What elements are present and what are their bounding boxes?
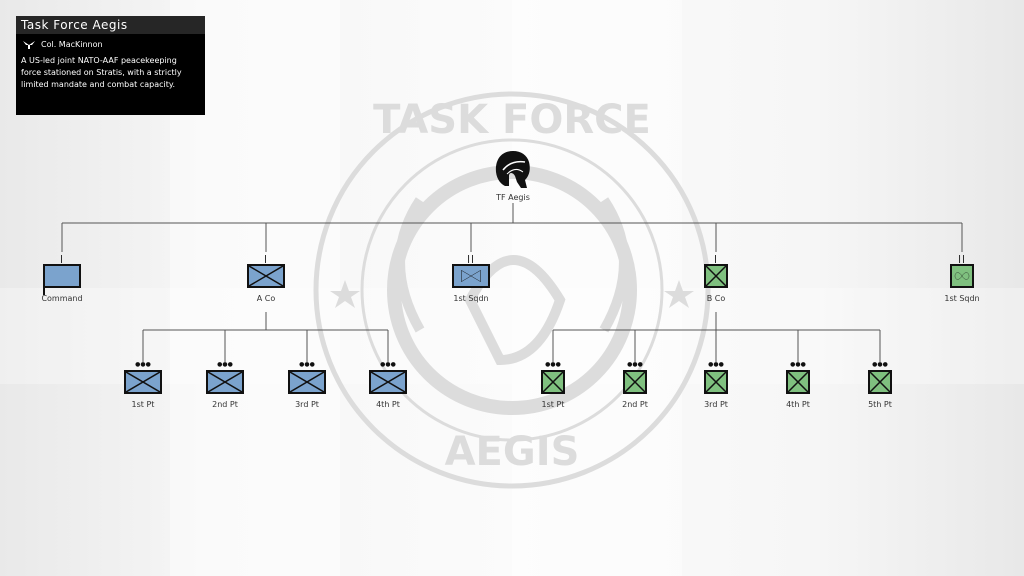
infantry-unit-symbol	[541, 370, 565, 394]
echelon-marker: |	[60, 254, 64, 263]
infantry-unit-symbol	[288, 370, 326, 394]
echelon-marker: ●●●	[790, 361, 806, 368]
infantry-unit-symbol	[369, 370, 407, 394]
unit-1st-sqdn-independent[interactable]: ||	[950, 254, 974, 288]
unit-label: 1st Pt	[131, 400, 155, 409]
infantry-unit-symbol	[623, 370, 647, 394]
b-co-platoon-2[interactable]: ●●●	[623, 362, 647, 394]
unit-label: 1st Pt	[541, 400, 565, 409]
unit-label: A Co	[256, 294, 276, 303]
echelon-marker: ||	[958, 254, 966, 263]
unit-label: 4th Pt	[786, 400, 810, 409]
unit-label: 4th Pt	[376, 400, 400, 409]
unit-b-co-independent[interactable]: |	[704, 254, 728, 288]
unit-info-panel: Task Force Aegis Col. MacKinnon A US-led…	[16, 16, 205, 115]
a-co-platoon-1[interactable]: ●●●	[124, 362, 162, 394]
infantry-unit-symbol	[786, 370, 810, 394]
infantry-unit-symbol	[868, 370, 892, 394]
echelon-marker: |	[714, 254, 718, 263]
echelon-marker: ●●●	[299, 361, 315, 368]
svg-text:TASK FORCE: TASK FORCE	[373, 97, 651, 143]
echelon-marker: |	[264, 254, 268, 263]
echelon-marker: ●●●	[380, 361, 396, 368]
unit-label: B Co	[706, 294, 726, 303]
unit-label: 2nd Pt	[622, 400, 648, 409]
echelon-marker: ●●●	[217, 361, 233, 368]
echelon-marker: ●●●	[135, 361, 151, 368]
svg-text:AEGIS: AEGIS	[445, 429, 580, 475]
unit-label: 2nd Pt	[212, 400, 238, 409]
colonel-eagle-icon	[23, 40, 35, 49]
a-co-platoon-4[interactable]: ●●●	[369, 362, 407, 394]
root-unit-label: TF Aegis	[496, 193, 530, 202]
unit-description: A US-led joint NATO-AAF peacekeeping for…	[21, 56, 182, 89]
panel-title: Task Force Aegis	[16, 16, 205, 34]
b-co-platoon-4[interactable]: ●●●	[786, 362, 810, 394]
infantry-unit-symbol	[206, 370, 244, 394]
a-co-platoon-3[interactable]: ●●●	[288, 362, 326, 394]
background-tile	[0, 288, 1024, 384]
root-unit-tf-aegis[interactable]	[491, 148, 535, 196]
echelon-marker: ||	[467, 254, 475, 263]
recon-unit-symbol	[452, 264, 490, 288]
unit-label: 1st Sqdn	[453, 294, 489, 303]
flag-staff	[43, 286, 45, 295]
unit-label: Command	[41, 294, 83, 303]
echelon-marker: ●●●	[708, 361, 724, 368]
unit-label: 3rd Pt	[295, 400, 319, 409]
infantry-unit-symbol	[704, 264, 728, 288]
infantry-unit-symbol	[124, 370, 162, 394]
commander-name: Col. MacKinnon	[41, 40, 103, 49]
b-co-platoon-3[interactable]: ●●●	[704, 362, 728, 394]
infantry-unit-symbol	[704, 370, 728, 394]
unit-label: 3rd Pt	[704, 400, 728, 409]
hq-flag-unit-symbol	[43, 264, 81, 295]
unit-label: 1st Sqdn	[944, 294, 980, 303]
b-co-platoon-1[interactable]: ●●●	[541, 362, 565, 394]
rotary-wing-unit-symbol	[950, 264, 974, 288]
unit-label: 5th Pt	[868, 400, 892, 409]
commander-row: Col. MacKinnon	[16, 34, 205, 49]
b-co-platoon-5[interactable]: ●●●	[868, 362, 892, 394]
unit-a-co-blufor[interactable]: |	[247, 254, 285, 288]
a-co-platoon-2[interactable]: ●●●	[206, 362, 244, 394]
echelon-marker: ●●●	[627, 361, 643, 368]
echelon-marker: ●●●	[872, 361, 888, 368]
unit-1st-sqdn-blufor[interactable]: ||	[452, 254, 490, 288]
echelon-marker: ●●●	[545, 361, 561, 368]
infantry-unit-symbol	[247, 264, 285, 288]
spartan-helmet-icon	[495, 151, 530, 188]
unit-command-blufor[interactable]: |	[43, 254, 81, 295]
